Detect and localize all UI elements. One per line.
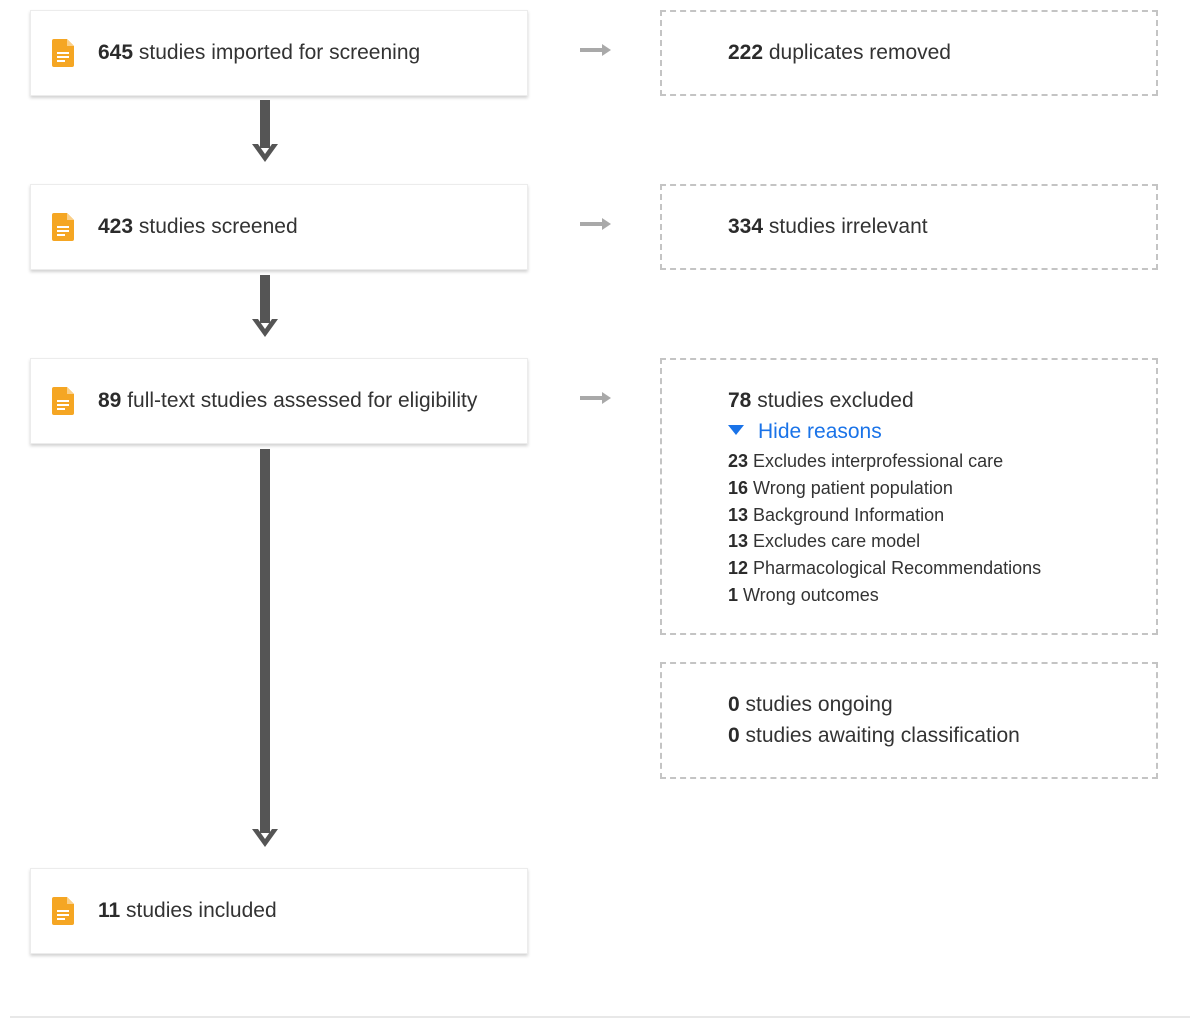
reason-item: 13 Excludes care model [728, 528, 1041, 555]
stage-label: full-text studies assessed for eligibili… [121, 389, 478, 412]
ongoing-count: 0 [728, 693, 740, 716]
stage-box-screened: 423 studies screened [30, 184, 528, 270]
down-arrow-icon [252, 449, 278, 847]
reason-count: 13 [728, 531, 749, 552]
stage-count: 645 [98, 41, 134, 64]
document-icon [52, 387, 74, 415]
irrelevant-box: 334 studies irrelevant [660, 184, 1158, 270]
excluded-box: 78 studies excluded Hide reasons 23 Excl… [660, 358, 1158, 635]
duplicates-label: duplicates removed [763, 41, 951, 64]
reason-count: 23 [728, 451, 749, 471]
reason-count: 1 [728, 584, 739, 605]
duplicates-count: 222 [728, 41, 764, 64]
reason-count: 12 [728, 558, 749, 579]
ongoing-text: 0 studies ongoing [728, 693, 893, 717]
footer-divider [10, 1016, 1190, 1018]
reason-label: Pharmacological Recommendations [748, 558, 1042, 579]
stage-box-full-text: 89 full-text studies assessed for eligib… [30, 358, 528, 444]
reason-item: 12 Pharmacological Recommendations [728, 555, 1041, 582]
awaiting-count: 0 [728, 724, 740, 747]
right-arrow-icon [580, 218, 611, 230]
stage-label: studies included [120, 899, 277, 922]
reason-label: Background Information [748, 504, 945, 525]
reason-item: 16 Wrong patient population [728, 475, 1041, 502]
right-arrow-icon [580, 392, 611, 404]
stage-count: 89 [98, 389, 122, 412]
stage-box-included: 11 studies included [30, 868, 528, 954]
duplicates-text: 222 duplicates removed [728, 41, 951, 65]
stage-text: 645 studies imported for screening [98, 41, 420, 65]
irrelevant-label: studies irrelevant [763, 215, 928, 238]
awaiting-label: studies awaiting classification [739, 724, 1020, 747]
irrelevant-text: 334 studies irrelevant [728, 215, 928, 239]
stage-count: 423 [98, 215, 134, 238]
stage-label: studies imported for screening [133, 41, 421, 64]
excluded-count: 78 [728, 389, 752, 412]
stage-text: 423 studies screened [98, 215, 298, 239]
ongoing-awaiting-box: 0 studies ongoing 0 studies awaiting cla… [660, 662, 1158, 779]
stage-box-imported: 645 studies imported for screening [30, 10, 528, 96]
irrelevant-count: 334 [728, 215, 764, 238]
reason-item: 23 Excludes interprofessional care [728, 448, 1041, 475]
reason-label: Wrong patient population [748, 477, 953, 498]
ongoing-label: studies ongoing [739, 693, 893, 716]
down-arrow-icon [252, 100, 278, 162]
document-icon [52, 39, 74, 67]
right-arrow-icon [580, 44, 611, 56]
reason-label: Wrong outcomes [738, 584, 879, 605]
stage-text: 89 full-text studies assessed for eligib… [98, 389, 477, 413]
excluded-text: 78 studies excluded [728, 389, 914, 413]
hide-reasons-label: Hide reasons [758, 420, 882, 443]
stage-label: studies screened [133, 215, 298, 238]
stage-text: 11 studies included [98, 899, 277, 923]
reason-label: Excludes interprofessional care [748, 451, 1004, 471]
document-icon [52, 897, 74, 925]
reason-item: 13 Background Information [728, 502, 1041, 529]
caret-down-icon [728, 425, 744, 435]
awaiting-text: 0 studies awaiting classification [728, 724, 1020, 748]
duplicates-box: 222 duplicates removed [660, 10, 1158, 96]
document-icon [52, 213, 74, 241]
reason-label: Excludes care model [748, 531, 921, 552]
down-arrow-icon [252, 275, 278, 337]
stage-count: 11 [98, 899, 121, 922]
exclusion-reasons-list: 23 Excludes interprofessional care 16 Wr… [728, 448, 1041, 609]
hide-reasons-toggle[interactable]: Hide reasons [728, 420, 882, 444]
excluded-label: studies excluded [751, 389, 914, 412]
reason-count: 16 [728, 477, 749, 498]
reason-item: 1 Wrong outcomes [728, 582, 1041, 609]
reason-count: 13 [728, 504, 749, 525]
